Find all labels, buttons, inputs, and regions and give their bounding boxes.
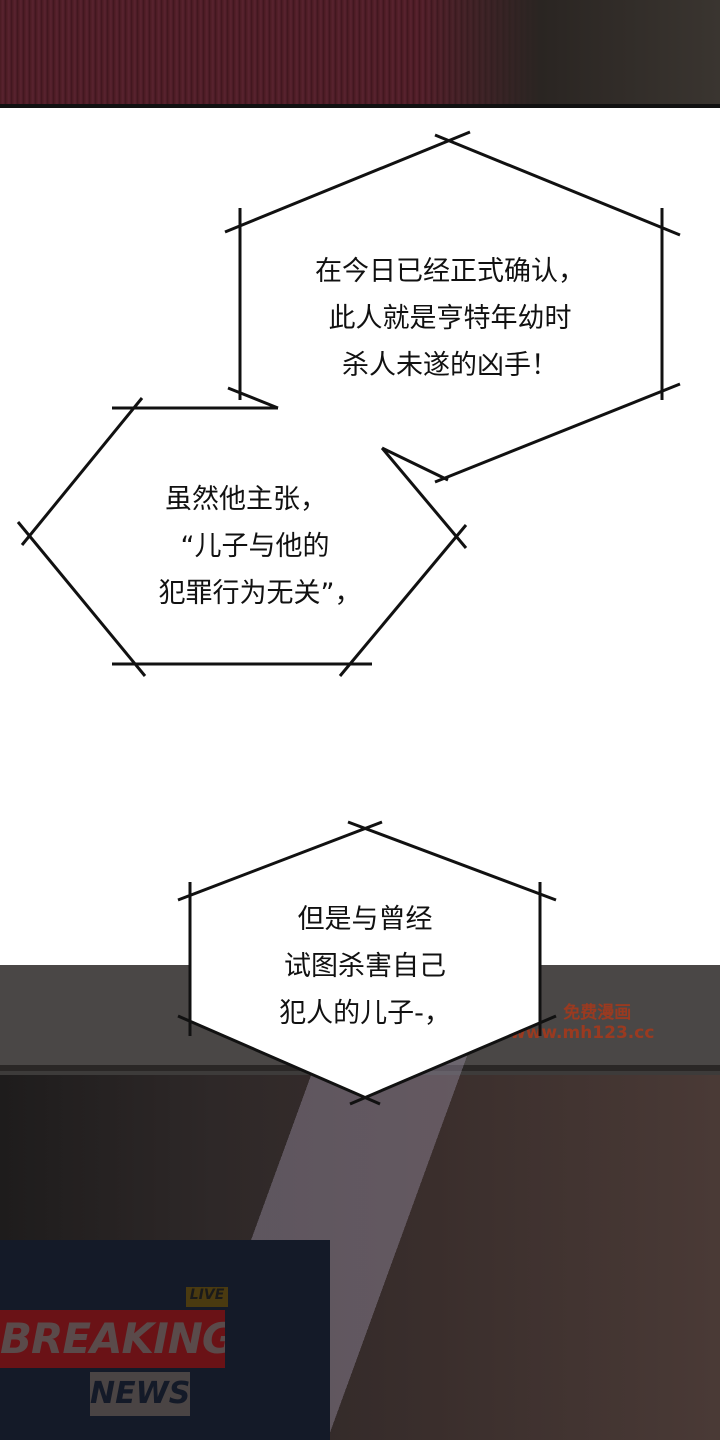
- bubble-2-outline: [16, 397, 468, 677]
- watermark: 免费漫画 www.mh123.cc: [510, 1003, 654, 1043]
- breaking-label: BREAKING: [0, 1310, 225, 1368]
- figure-shadow: [420, 0, 720, 104]
- watermark-line2: www.mh123.cc: [510, 1023, 655, 1043]
- bubble-3-outline: [177, 820, 557, 1106]
- bubble-2-line-3: 犯罪行为无关”，: [158, 578, 362, 609]
- breaking-news-screen: LIVE BREAKING NEWS: [0, 1240, 330, 1440]
- bubble-3-line-2: 试图杀害自己: [284, 951, 446, 982]
- top-panel-illustration: [0, 0, 720, 108]
- bubble-3-text: 但是与曾经 试图杀害自己 犯人的儿子-，: [215, 896, 515, 1037]
- bubble-1-line-2: 此人就是亨特年幼时: [328, 303, 572, 334]
- bubble-2-line-1: 虽然他主张，: [165, 484, 327, 515]
- bubble-1-line-3: 杀人未遂的凶手！: [342, 350, 558, 381]
- bubble-2-text: 虽然他主张， “儿子与他的 犯罪行为无关”，: [95, 476, 425, 617]
- live-label: LIVE: [186, 1287, 228, 1307]
- bubble-3-line-1: 但是与曾经: [297, 904, 433, 935]
- watermark-line1: 免费漫画: [563, 1003, 632, 1023]
- bubble-1-line-1: 在今日已经正式确认，: [315, 256, 585, 287]
- bubble-2-line-2: “儿子与他的: [180, 531, 330, 562]
- bubble-1-text: 在今日已经正式确认， 此人就是亨特年幼时 杀人未遂的凶手！: [270, 248, 630, 389]
- bubble-3-line-3: 犯人的儿子-，: [279, 998, 451, 1029]
- news-label: NEWS: [90, 1372, 190, 1416]
- bubble-1-outline: [224, 130, 681, 484]
